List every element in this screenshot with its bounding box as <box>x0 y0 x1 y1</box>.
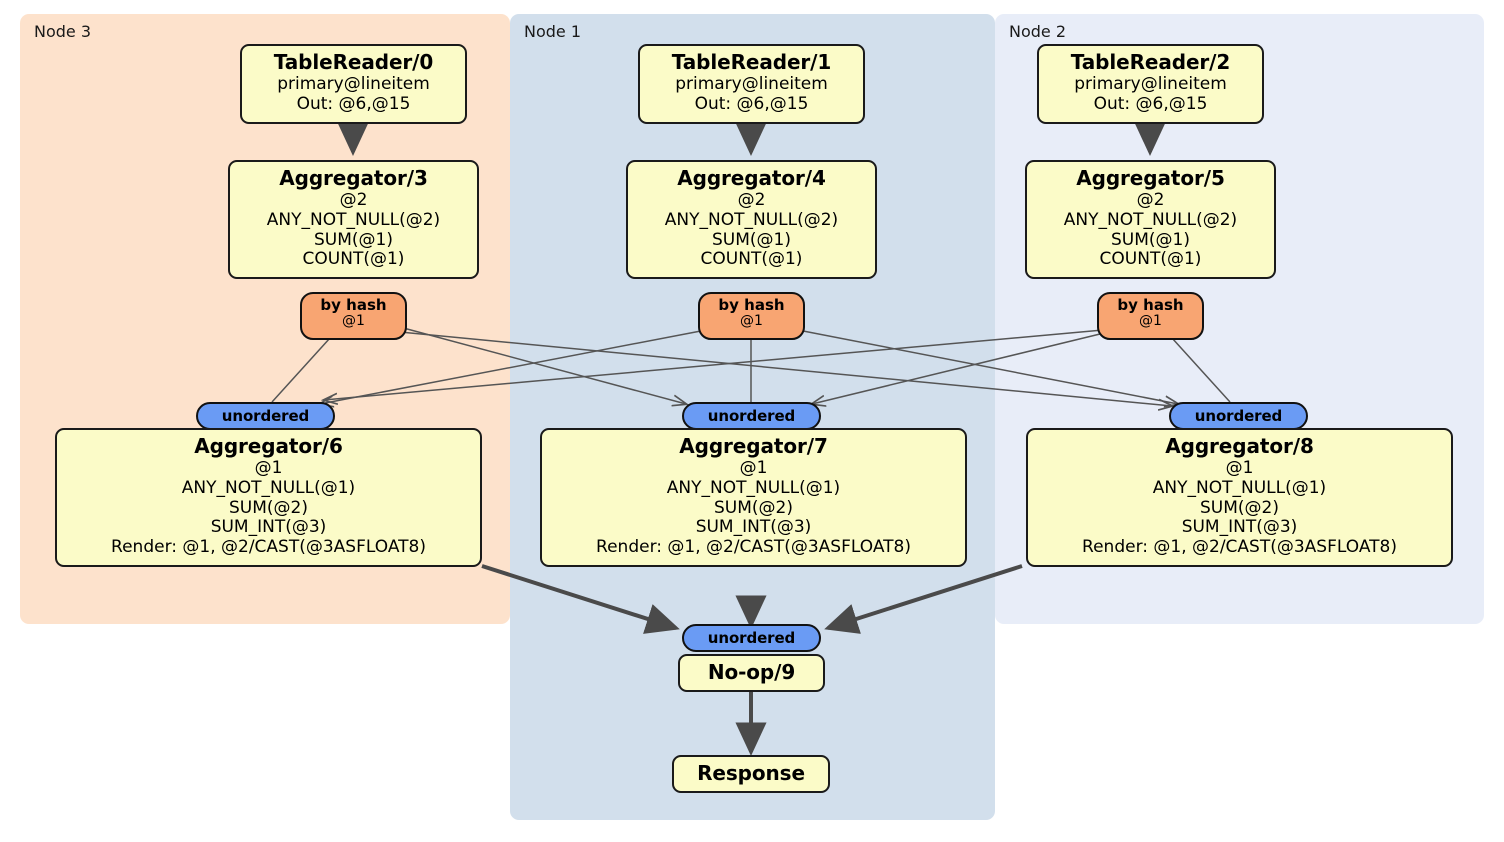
processor-title: Aggregator/6 <box>194 434 343 458</box>
processor-title: No-op/9 <box>707 660 796 684</box>
node-panel-label-node3: Node 3 <box>34 22 92 41</box>
sync-label: unordered <box>1194 407 1283 425</box>
processor-aggregator-3[interactable]: Aggregator/3 @2 ANY_NOT_NULL(@2) SUM(@1)… <box>228 160 479 280</box>
output-router-by-hash-left[interactable]: by hash @1 <box>300 292 407 340</box>
processor-detail-line: COUNT(@1) <box>302 249 405 270</box>
input-sync-unordered-center[interactable]: unordered <box>682 402 821 430</box>
processor-aggregator-6[interactable]: Aggregator/6 @1 ANY_NOT_NULL(@1) SUM(@2)… <box>55 428 482 567</box>
processor-tablereader-2[interactable]: TableReader/2 primary@lineitem Out: @6,@… <box>1037 44 1264 124</box>
processor-tablereader-1[interactable]: TableReader/1 primary@lineitem Out: @6,@… <box>638 44 865 124</box>
processor-detail-line: primary@lineitem <box>1074 74 1227 95</box>
output-router-by-hash-center[interactable]: by hash @1 <box>698 292 805 340</box>
processor-render-line: Render: @1, @2/CAST(@3ASFLOAT8) <box>111 537 426 558</box>
processor-title: Aggregator/8 <box>1165 434 1314 458</box>
processor-detail-line: ANY_NOT_NULL(@2) <box>1063 209 1238 230</box>
processor-tablereader-0[interactable]: TableReader/0 primary@lineitem Out: @6,@… <box>240 44 467 124</box>
processor-title: TableReader/1 <box>671 50 832 74</box>
processor-title: TableReader/0 <box>273 50 434 74</box>
processor-detail-line: @2 <box>339 190 368 211</box>
processor-detail-line: SUM_INT(@3) <box>210 517 327 538</box>
processor-detail-line: ANY_NOT_NULL(@1) <box>181 477 356 498</box>
processor-detail-line: @2 <box>1136 190 1165 211</box>
processor-detail-line: SUM(@2) <box>1200 497 1279 518</box>
processor-detail-line: primary@lineitem <box>277 74 430 95</box>
processor-aggregator-8[interactable]: Aggregator/8 @1 ANY_NOT_NULL(@1) SUM(@2)… <box>1026 428 1453 567</box>
processor-detail-line: @1 <box>254 458 283 479</box>
node-panel-label-node2: Node 2 <box>1009 22 1067 41</box>
processor-detail-line: SUM_INT(@3) <box>695 517 812 538</box>
processor-aggregator-7[interactable]: Aggregator/7 @1 ANY_NOT_NULL(@1) SUM(@2)… <box>540 428 967 567</box>
processor-detail-line: SUM(@2) <box>714 497 793 518</box>
sync-label: unordered <box>221 407 310 425</box>
router-type-label: by hash <box>320 296 387 314</box>
processor-title: Response <box>697 761 805 785</box>
router-column-label: @1 <box>740 312 763 329</box>
processor-detail-line: SUM(@2) <box>229 497 308 518</box>
input-sync-unordered-left[interactable]: unordered <box>196 402 335 430</box>
processor-detail-line: COUNT(@1) <box>1099 249 1202 270</box>
processor-title: Aggregator/4 <box>677 166 826 190</box>
processor-detail-line: SUM(@1) <box>1111 229 1190 250</box>
processor-detail-line: ANY_NOT_NULL(@1) <box>1152 477 1327 498</box>
processor-title: Aggregator/5 <box>1076 166 1225 190</box>
processor-title: Aggregator/3 <box>279 166 428 190</box>
processor-detail-line: Out: @6,@15 <box>296 93 411 114</box>
processor-detail-line: ANY_NOT_NULL(@1) <box>666 477 841 498</box>
processor-render-line: Render: @1, @2/CAST(@3ASFLOAT8) <box>596 537 911 558</box>
processor-detail-line: SUM_INT(@3) <box>1181 517 1298 538</box>
processor-detail-line: @1 <box>739 458 768 479</box>
processor-detail-line: primary@lineitem <box>675 74 828 95</box>
processor-aggregator-5[interactable]: Aggregator/5 @2 ANY_NOT_NULL(@2) SUM(@1)… <box>1025 160 1276 280</box>
processor-aggregator-4[interactable]: Aggregator/4 @2 ANY_NOT_NULL(@2) SUM(@1)… <box>626 160 877 280</box>
processor-title: Aggregator/7 <box>679 434 828 458</box>
output-router-by-hash-right[interactable]: by hash @1 <box>1097 292 1204 340</box>
processor-detail-line: SUM(@1) <box>314 229 393 250</box>
input-sync-unordered-final[interactable]: unordered <box>682 624 821 652</box>
processor-response[interactable]: Response <box>672 755 830 794</box>
router-type-label: by hash <box>718 296 785 314</box>
processor-detail-line: Out: @6,@15 <box>1093 93 1208 114</box>
router-column-label: @1 <box>1139 312 1162 329</box>
sync-label: unordered <box>707 407 796 425</box>
input-sync-unordered-right[interactable]: unordered <box>1169 402 1308 430</box>
processor-detail-line: ANY_NOT_NULL(@2) <box>266 209 441 230</box>
processor-render-line: Render: @1, @2/CAST(@3ASFLOAT8) <box>1082 537 1397 558</box>
processor-detail-line: ANY_NOT_NULL(@2) <box>664 209 839 230</box>
processor-detail-line: @2 <box>737 190 766 211</box>
router-type-label: by hash <box>1117 296 1184 314</box>
processor-detail-line: @1 <box>1225 458 1254 479</box>
processor-noop-9[interactable]: No-op/9 <box>678 654 825 693</box>
router-column-label: @1 <box>342 312 365 329</box>
processor-detail-line: SUM(@1) <box>712 229 791 250</box>
processor-detail-line: COUNT(@1) <box>700 249 803 270</box>
sync-label: unordered <box>707 629 796 647</box>
node-panel-label-node1: Node 1 <box>524 22 582 41</box>
processor-title: TableReader/2 <box>1070 50 1231 74</box>
processor-detail-line: Out: @6,@15 <box>694 93 809 114</box>
